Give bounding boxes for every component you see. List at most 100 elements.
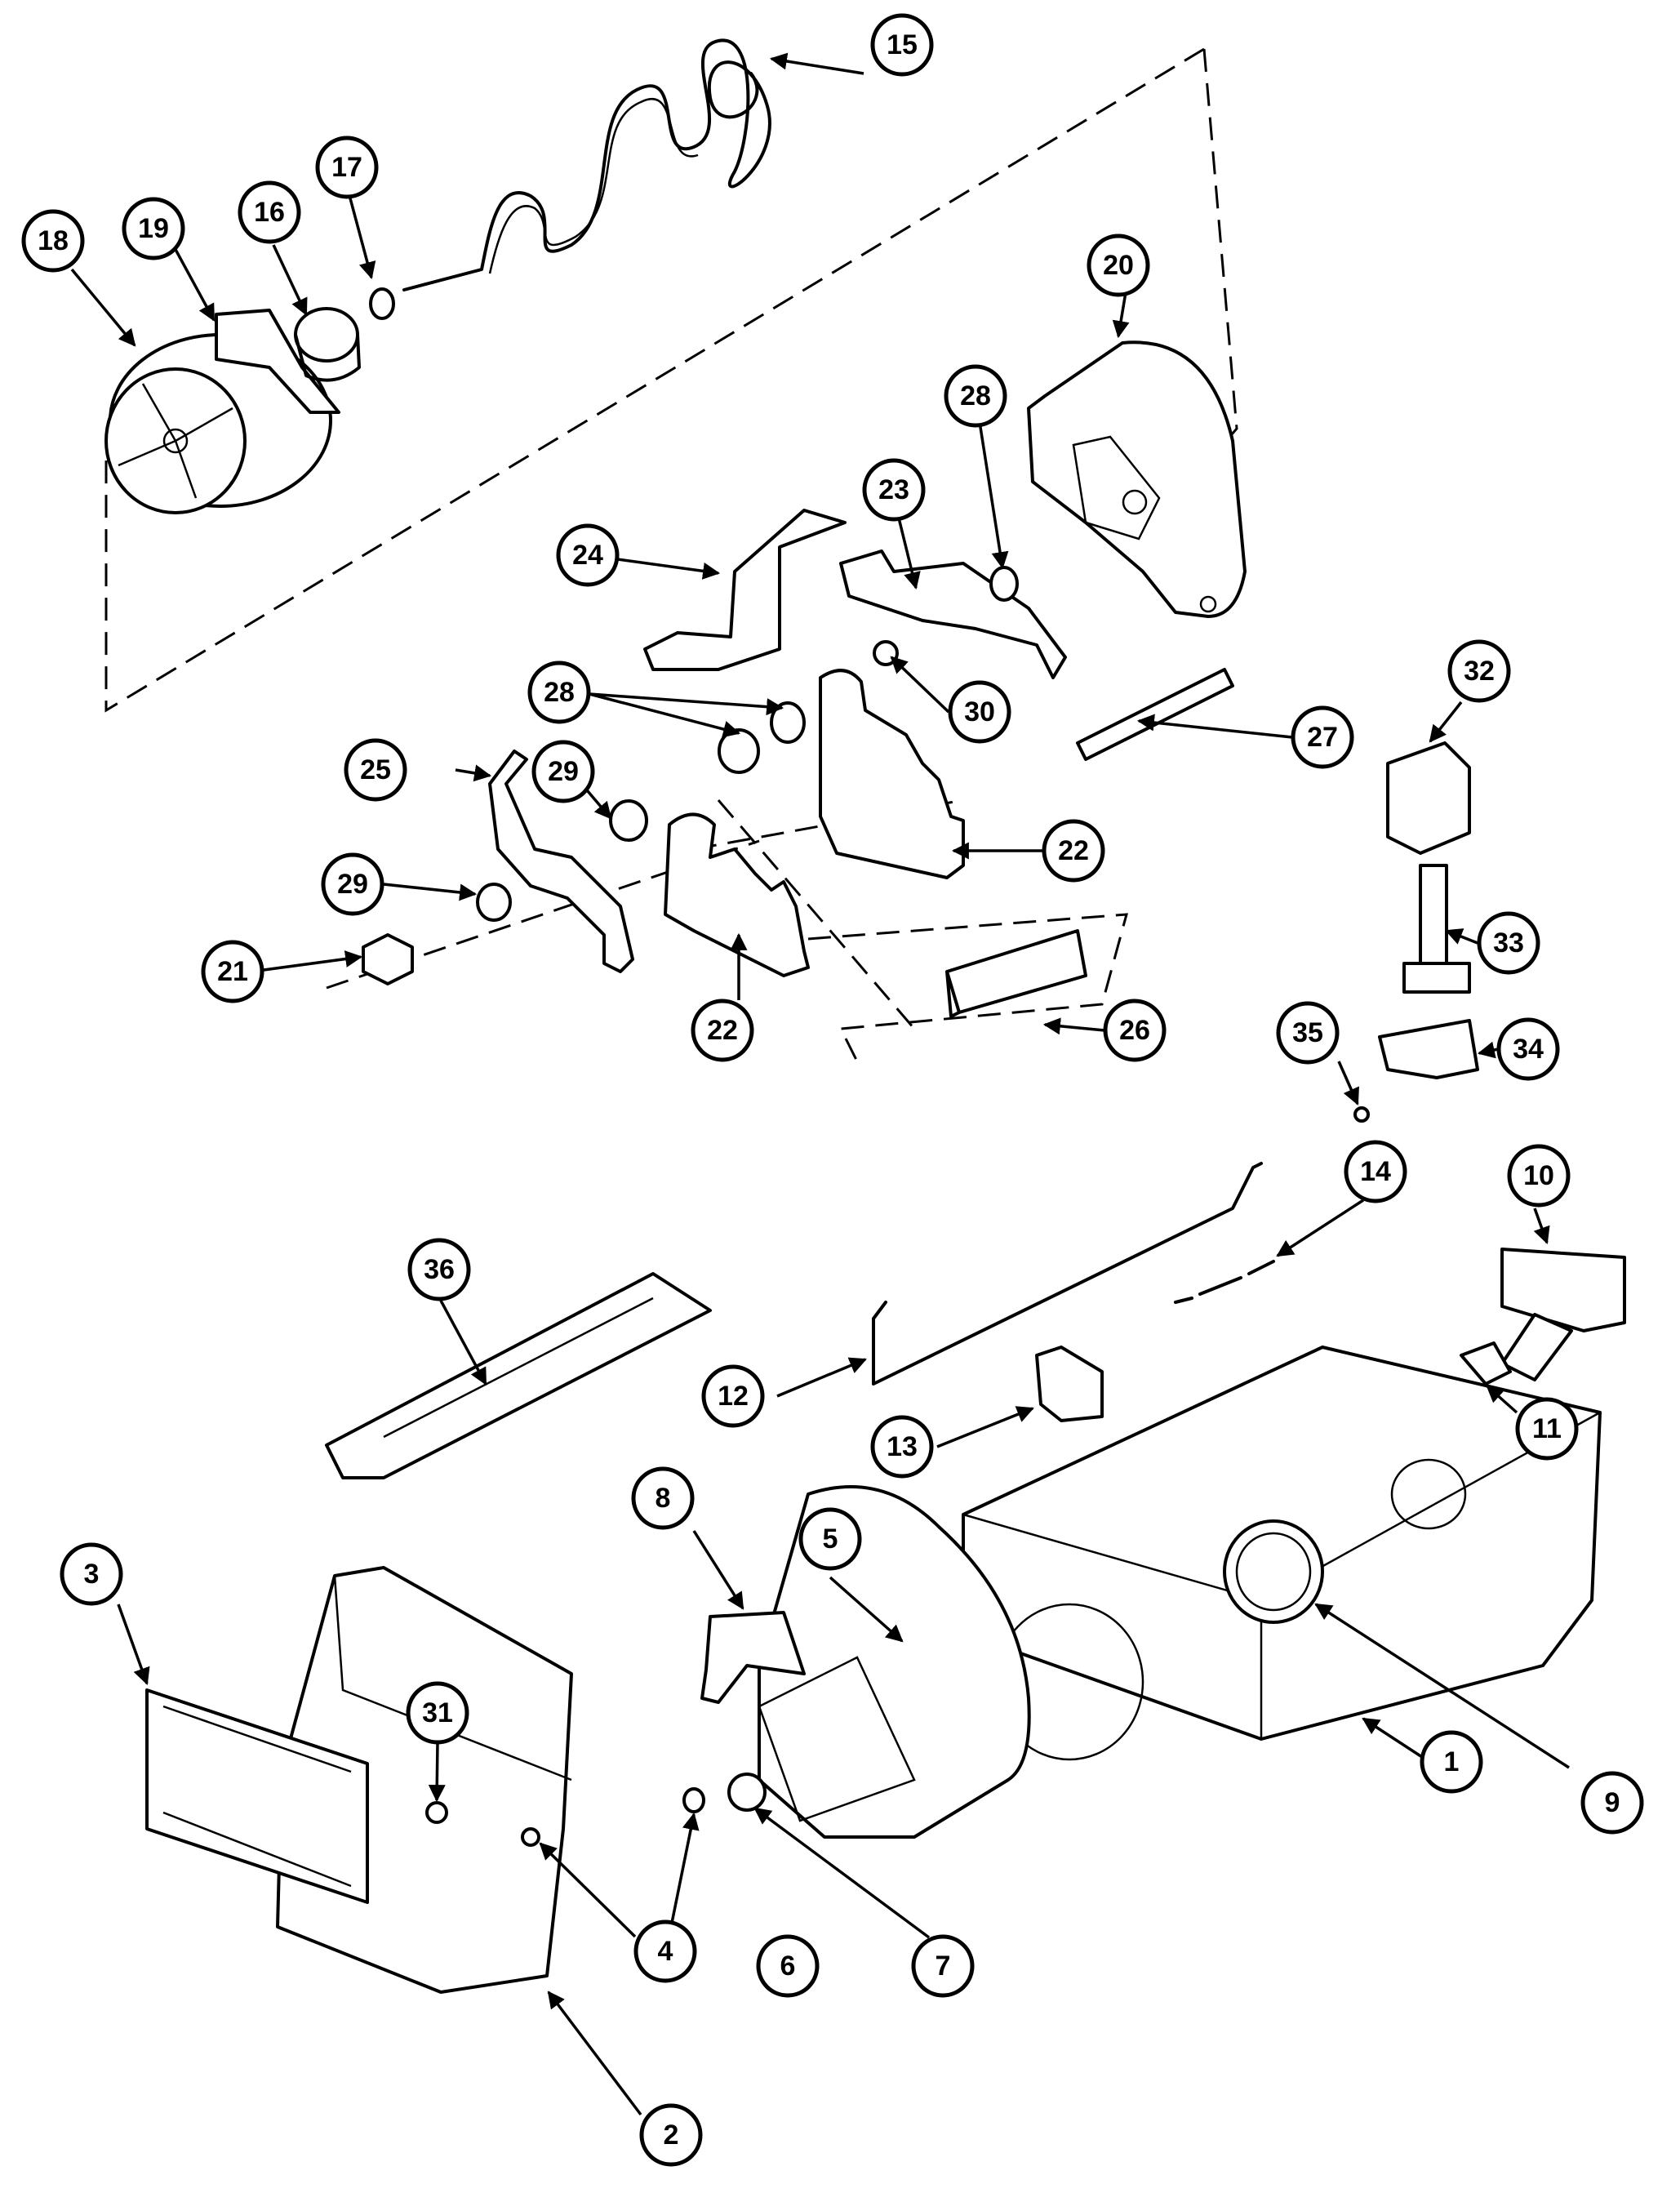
screw: [1353, 1106, 1370, 1123]
solenoid-bracket: [1378, 1019, 1479, 1079]
bushing-top: [989, 566, 1019, 602]
rear-bulkhead: [1027, 340, 1247, 618]
bracket-24: [643, 509, 847, 671]
crusher-blade-lower: [664, 812, 810, 977]
svg-text:13: 13: [887, 1431, 918, 1462]
svg-text:14: 14: [1360, 1156, 1391, 1187]
hex-nut: [362, 933, 414, 985]
svg-text:17: 17: [331, 152, 362, 183]
svg-text:19: 19: [138, 213, 169, 244]
svg-text:29: 29: [337, 869, 368, 900]
auger-spring-inner: [488, 98, 699, 274]
svg-text:12: 12: [718, 1381, 749, 1412]
shelf-rail-groove: [383, 1297, 654, 1439]
svg-text:22: 22: [1058, 835, 1089, 866]
outlet-collar: [1223, 1519, 1324, 1624]
callout-11: 11: [1515, 1397, 1579, 1461]
leader-lines: [70, 52, 1570, 2116]
callout-23: 23: [862, 458, 926, 522]
callout-9: 9: [1580, 1771, 1644, 1835]
callout-4: 4: [633, 1919, 697, 1983]
auger-spring: [402, 38, 771, 291]
svg-text:24: 24: [572, 540, 603, 571]
auger-washer: [369, 287, 395, 320]
svg-text:1: 1: [1444, 1746, 1460, 1777]
callout-19: 19: [122, 197, 185, 260]
svg-text:20: 20: [1103, 250, 1134, 281]
svg-text:5: 5: [823, 1524, 838, 1555]
callout-13: 13: [870, 1415, 934, 1479]
drive-cup: [294, 307, 361, 382]
solenoid-cap: [1386, 741, 1471, 855]
svg-text:10: 10: [1523, 1160, 1554, 1191]
callout-21: 21: [201, 940, 264, 1003]
actuator-rod: [872, 1162, 1263, 1386]
callout-10: 10: [1507, 1144, 1571, 1208]
callout-31: 31: [406, 1681, 469, 1745]
rivet: [425, 1801, 448, 1824]
callout-29-lower: 29: [321, 852, 384, 916]
callout-32: 32: [1447, 639, 1511, 703]
callout-24: 24: [556, 523, 620, 587]
paddle-blade: [215, 309, 340, 414]
callout-2: 2: [639, 2103, 703, 2167]
svg-text:22: 22: [707, 1015, 738, 1046]
shaft-block: [945, 929, 1087, 1018]
callout-22-lower: 22: [691, 999, 754, 1062]
svg-text:28: 28: [544, 677, 575, 708]
svg-text:32: 32: [1464, 656, 1495, 687]
washer-29-upper: [609, 799, 648, 842]
callout-14: 14: [1344, 1140, 1407, 1203]
solenoid-plunger: [1402, 864, 1471, 994]
callout-20: 20: [1087, 234, 1150, 297]
callout-7: 7: [911, 1934, 975, 1998]
callout-33: 33: [1477, 911, 1540, 975]
rod-clip: [1035, 1346, 1104, 1422]
shelf-rail: [325, 1272, 712, 1479]
svg-text:31: 31: [422, 1697, 453, 1728]
svg-text:7: 7: [936, 1951, 951, 1982]
deflector: [700, 1611, 806, 1704]
callout-5: 5: [798, 1507, 862, 1571]
fastener: [521, 1827, 540, 1847]
callout-3: 3: [60, 1542, 123, 1606]
callout-6: 6: [756, 1934, 820, 1998]
seal-7: [727, 1773, 767, 1812]
svg-text:2: 2: [664, 2120, 679, 2151]
callout-12: 12: [701, 1364, 765, 1428]
motor-switch: [1500, 1248, 1626, 1381]
svg-text:11: 11: [1532, 1413, 1562, 1444]
svg-text:28: 28: [960, 380, 991, 411]
cam-lever: [488, 750, 634, 973]
callout-15: 15: [870, 13, 934, 77]
blower-housing: [758, 1485, 1031, 1839]
callout-30: 30: [948, 680, 1011, 744]
bracket-23: [839, 549, 1067, 679]
callout-34: 34: [1496, 1017, 1560, 1081]
svg-text:18: 18: [38, 225, 69, 256]
callout-27: 27: [1291, 705, 1354, 769]
svg-text:21: 21: [217, 956, 248, 987]
bin-door: [145, 1688, 369, 1904]
svg-text:25: 25: [360, 754, 391, 785]
svg-text:15: 15: [887, 29, 918, 60]
callout-28-mid: 28: [527, 661, 591, 724]
switch-bracket: [1460, 1341, 1512, 1386]
front-wheel: [104, 333, 332, 514]
svg-text:35: 35: [1292, 1017, 1323, 1048]
callout-36: 36: [407, 1238, 471, 1301]
svg-text:9: 9: [1605, 1787, 1620, 1818]
washer-29-lower: [476, 883, 512, 922]
svg-text:26: 26: [1119, 1015, 1150, 1046]
callout-18: 18: [21, 209, 85, 273]
svg-text:27: 27: [1307, 722, 1338, 753]
washer-6: [682, 1787, 705, 1813]
svg-text:23: 23: [878, 474, 909, 505]
callout-25: 25: [344, 738, 407, 802]
callout-28-top: 28: [944, 364, 1007, 428]
svg-text:16: 16: [254, 197, 285, 228]
svg-text:36: 36: [424, 1254, 455, 1285]
callout-26: 26: [1103, 999, 1167, 1062]
crusher-blade-upper: [819, 669, 965, 879]
